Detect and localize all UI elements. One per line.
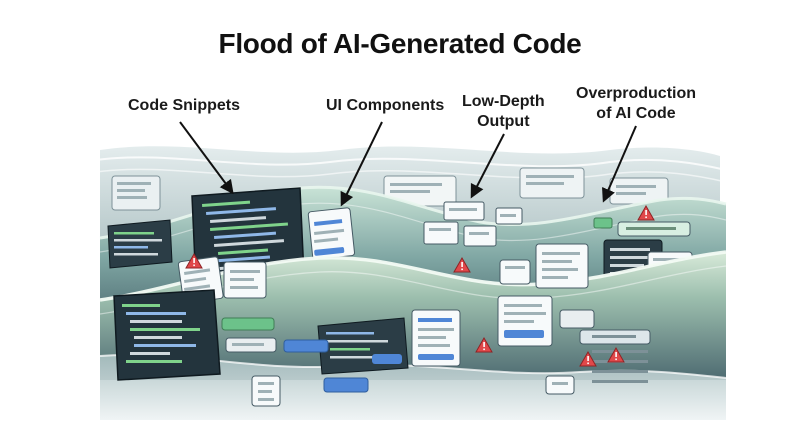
ui-component-card [307,207,355,260]
arrow-icon-ui-components [340,121,383,207]
label-low-depth-line1: Low-Depth [462,93,545,110]
label-overproduction-line2: of AI Code [596,105,676,122]
label-code-snippets: Code Snippets [128,96,240,116]
warning-icon-5 [579,350,597,367]
warning-icon-3 [637,204,655,221]
bottom-ui-controls [221,295,651,407]
background-ui-panels [111,167,669,211]
code-snippet-panel-bottom [113,289,221,381]
label-overproduction-line1: Overproduction [576,85,697,102]
page-title: Flood of AI-Generated Code [218,28,582,59]
label-ui-components: UI Components [326,96,444,116]
low-depth-cards [423,201,523,247]
code-snippet-panel-center [317,317,409,375]
code-snippet-panel-left [107,219,173,269]
arrow-icon-low-depth [470,133,505,199]
annotation-arrows [179,121,637,207]
label-low-depth-output: Low-Depth Output [462,92,545,132]
arrow-icon-code-snippets [179,121,234,195]
warning-icon-1 [185,252,203,269]
arrow-icon-overproduction [602,125,637,203]
warning-icon-6 [607,346,625,363]
warning-icon-2 [453,256,471,273]
warning-icon-4 [475,336,493,353]
label-overproduction: Overproduction of AI Code [576,84,696,124]
label-ui-components-text: UI Components [326,97,445,114]
label-low-depth-line2: Output [477,113,530,130]
label-code-snippets-text: Code Snippets [128,97,241,114]
